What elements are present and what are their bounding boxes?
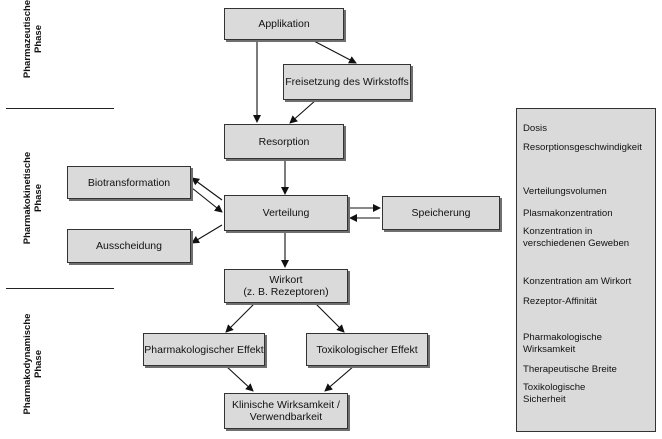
arrow-toxeffekt-klinisch [324, 365, 355, 392]
panel-item-toxikologische-sicherheit: Toxikologische Sicherheit [523, 382, 586, 405]
panel-item-konzentration-wirkort: Konzentration am Wirkort [523, 276, 632, 287]
box-speicherung: Speicherung [382, 196, 500, 230]
panel-item-therapeutische-breite: Therapeutische Breite [523, 364, 617, 375]
box-verteilung: Verteilung [224, 195, 348, 231]
arrow-pharmeffekt-klinisch [225, 365, 254, 392]
panel-item-pharmakologische-wirksamkeit: Pharmakologische Wirksamkeit [523, 332, 602, 355]
phase-divider-1 [6, 108, 114, 109]
box-resorption: Resorption [224, 124, 344, 159]
arrow-verteilung-biotransformation [191, 177, 223, 201]
arrow-biotransformation-verteilung [191, 187, 223, 213]
panel-item-resorptionsgeschwindigkeit: Resorptionsgeschwindigkeit [523, 142, 642, 153]
box-pharmakologischer-effekt: Pharmakologischer Effekt [143, 333, 265, 366]
box-wirkort: Wirkort (z. B. Rezeptoren) [224, 269, 348, 303]
panel-item-plasmakonzentration: Plasmakonzentration [523, 208, 613, 219]
arrow-applikation-freisetzung [311, 39, 357, 64]
arrow-verteilung-ausscheidung [191, 224, 223, 244]
arrow-wirkort-toxeffekt [314, 302, 345, 333]
phase-divider-2 [6, 288, 114, 289]
panel-item-gewebekonzentration: Konzentration in verschiedenen Geweben [523, 226, 630, 249]
box-applikation: Applikation [224, 8, 344, 40]
panel-item-dosis: Dosis [523, 123, 547, 134]
arrow-wirkort-pharmeffekt [225, 302, 256, 333]
box-toxikologischer-effekt: Toxikologischer Effekt [306, 333, 428, 366]
panel-item-rezeptor-affinitaet: Rezeptor-Affinität [523, 296, 597, 307]
box-ausscheidung: Ausscheidung [67, 229, 191, 263]
box-freisetzung: Freisetzung des Wirkstoffs [283, 64, 411, 100]
box-klinische-wirksamkeit: Klinische Wirksamkeit / Verwendbarkeit [224, 393, 348, 429]
parameter-panel: Dosis Resorptionsgeschwindigkeit Verteil… [516, 108, 656, 432]
arrow-freisetzung-resorption [289, 99, 317, 124]
panel-item-verteilungsvolumen: Verteilungsvolumen [523, 186, 607, 197]
box-biotransformation: Biotransformation [67, 166, 191, 199]
